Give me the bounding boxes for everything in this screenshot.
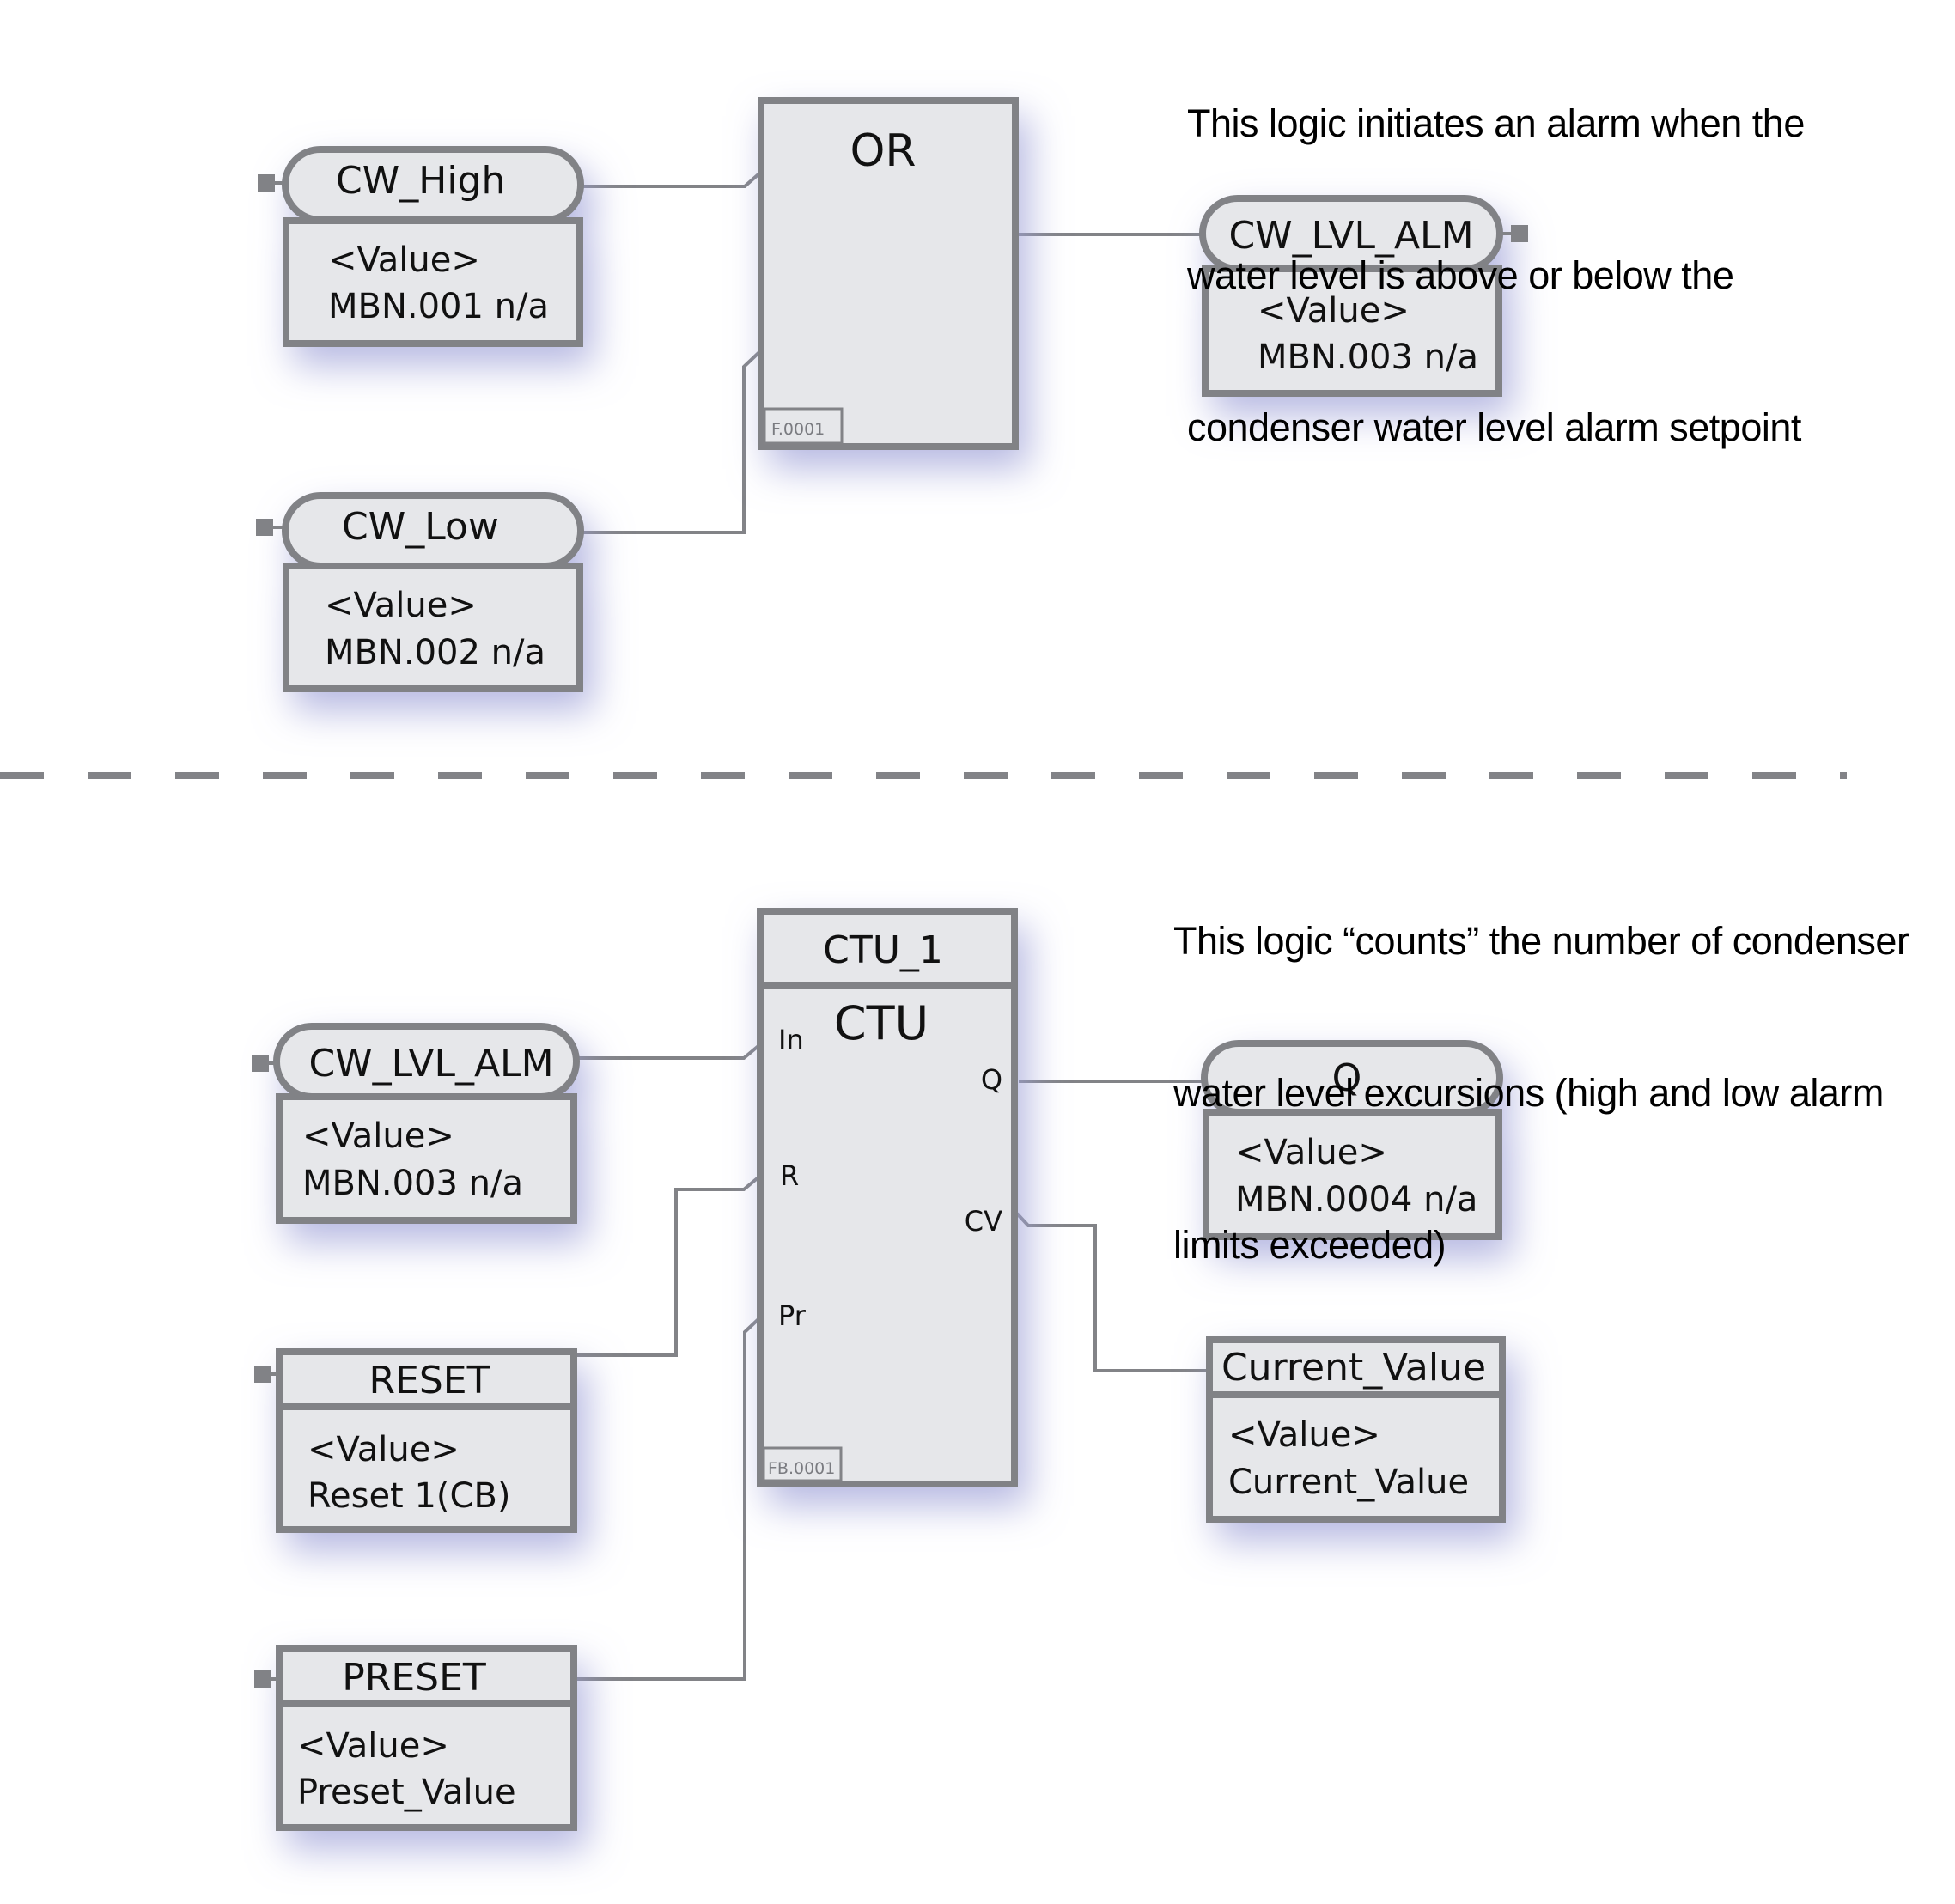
output-variable-cw-lvl-alm[interactable] — [1199, 195, 1503, 397]
annotation-line: condenser water level alarm setpoint — [1187, 405, 1801, 449]
wire-cw-lvl-alm-to-in — [578, 1043, 761, 1060]
input-variable-preset[interactable] — [276, 1645, 577, 1831]
variable-address: MBN.0004 n/a — [1235, 1180, 1477, 1220]
variable-address: Reset 1(CB) — [308, 1476, 510, 1516]
variable-value-label: <Value> — [1235, 1133, 1387, 1172]
connector-cw-low[interactable] — [256, 519, 273, 536]
pin-cv[interactable]: CV — [965, 1205, 1002, 1238]
variable-address: Current_Value — [1228, 1463, 1469, 1502]
wire-cw-low-to-or — [582, 350, 761, 534]
wire-cw-high-to-or — [581, 172, 761, 188]
input-variable-reset[interactable] — [276, 1348, 577, 1533]
connector-preset[interactable] — [254, 1670, 271, 1688]
variable-value-label: <Value> — [302, 1116, 454, 1156]
variable-address: MBN.003 n/a — [1258, 338, 1478, 377]
pin-pr[interactable]: Pr — [778, 1299, 807, 1332]
connector-cw-lvl-alm-in[interactable] — [252, 1055, 269, 1072]
connector-reset[interactable] — [254, 1366, 271, 1383]
block-id-tag — [763, 407, 844, 445]
variable-name-cw-lvl-alm: CW_LVL_ALM — [1228, 214, 1473, 258]
input-variable-cw-high[interactable] — [282, 146, 584, 347]
variable-value-label: <Value> — [1258, 291, 1410, 331]
variable-name-reset: RESET — [369, 1359, 490, 1402]
function-block-ctu[interactable] — [757, 908, 1018, 1487]
connector-cw-high[interactable] — [258, 174, 275, 192]
variable-value-label: <Value> — [328, 240, 480, 280]
variable-address: MBN.001 n/a — [328, 287, 549, 326]
annotation-line: water level excursions (high and low ala… — [1173, 1071, 1884, 1115]
variable-name-q: Q — [1332, 1056, 1362, 1100]
block-instance-name: CTU_1 — [823, 928, 943, 972]
output-variable-q[interactable] — [1201, 1040, 1503, 1240]
variable-address: MBN.002 n/a — [325, 633, 545, 672]
input-variable-cw-lvl-alm[interactable] — [273, 1023, 580, 1224]
annotation-bottom: This logic “counts” the number of conden… — [1173, 814, 1909, 1321]
wire-reset-to-r — [576, 1175, 761, 1357]
block-id-or: F.0001 — [771, 420, 825, 439]
variable-value-label: <Value> — [1228, 1415, 1380, 1455]
connector-cw-lvl-alm-out[interactable] — [1511, 225, 1528, 242]
function-type-or: OR — [850, 125, 916, 177]
function-block-or[interactable] — [758, 97, 1019, 450]
wire-preset-to-pr — [576, 1317, 761, 1681]
variable-value-label: <Value> — [308, 1430, 460, 1469]
variable-name-cw-lvl-alm-in: CW_LVL_ALM — [308, 1042, 553, 1086]
pin-r[interactable]: R — [780, 1159, 799, 1192]
annotation-top: This logic initiates an alarm when the w… — [1187, 0, 1805, 503]
variable-name-cw-high: CW_High — [336, 159, 505, 203]
variable-address: MBN.003 n/a — [302, 1164, 523, 1203]
annotation-line: This logic initiates an alarm when the — [1187, 101, 1805, 145]
block-id-tag — [762, 1446, 843, 1482]
variable-name-preset: PRESET — [342, 1656, 486, 1700]
pin-in[interactable]: In — [778, 1024, 804, 1056]
pin-q[interactable]: Q — [981, 1063, 1002, 1096]
variable-value-label: <Value> — [325, 586, 477, 625]
variable-value-label: <Value> — [297, 1726, 449, 1766]
variable-name-current-value: Current_Value — [1221, 1346, 1486, 1390]
function-type-ctu: CTU — [834, 996, 929, 1050]
output-variable-current-value[interactable] — [1206, 1336, 1506, 1523]
variable-address: Preset_Value — [297, 1773, 516, 1812]
annotation-line: This logic “counts” the number of conden… — [1173, 919, 1909, 963]
wire-cv-to-current-value — [1015, 1212, 1207, 1372]
input-variable-cw-low[interactable] — [282, 492, 584, 692]
variable-name-cw-low: CW_Low — [342, 505, 499, 549]
block-id-ctu: FB.0001 — [768, 1459, 835, 1478]
annotation-line: water level is above or below the — [1187, 253, 1734, 297]
annotation-line: limits exceeded) — [1173, 1223, 1446, 1267]
